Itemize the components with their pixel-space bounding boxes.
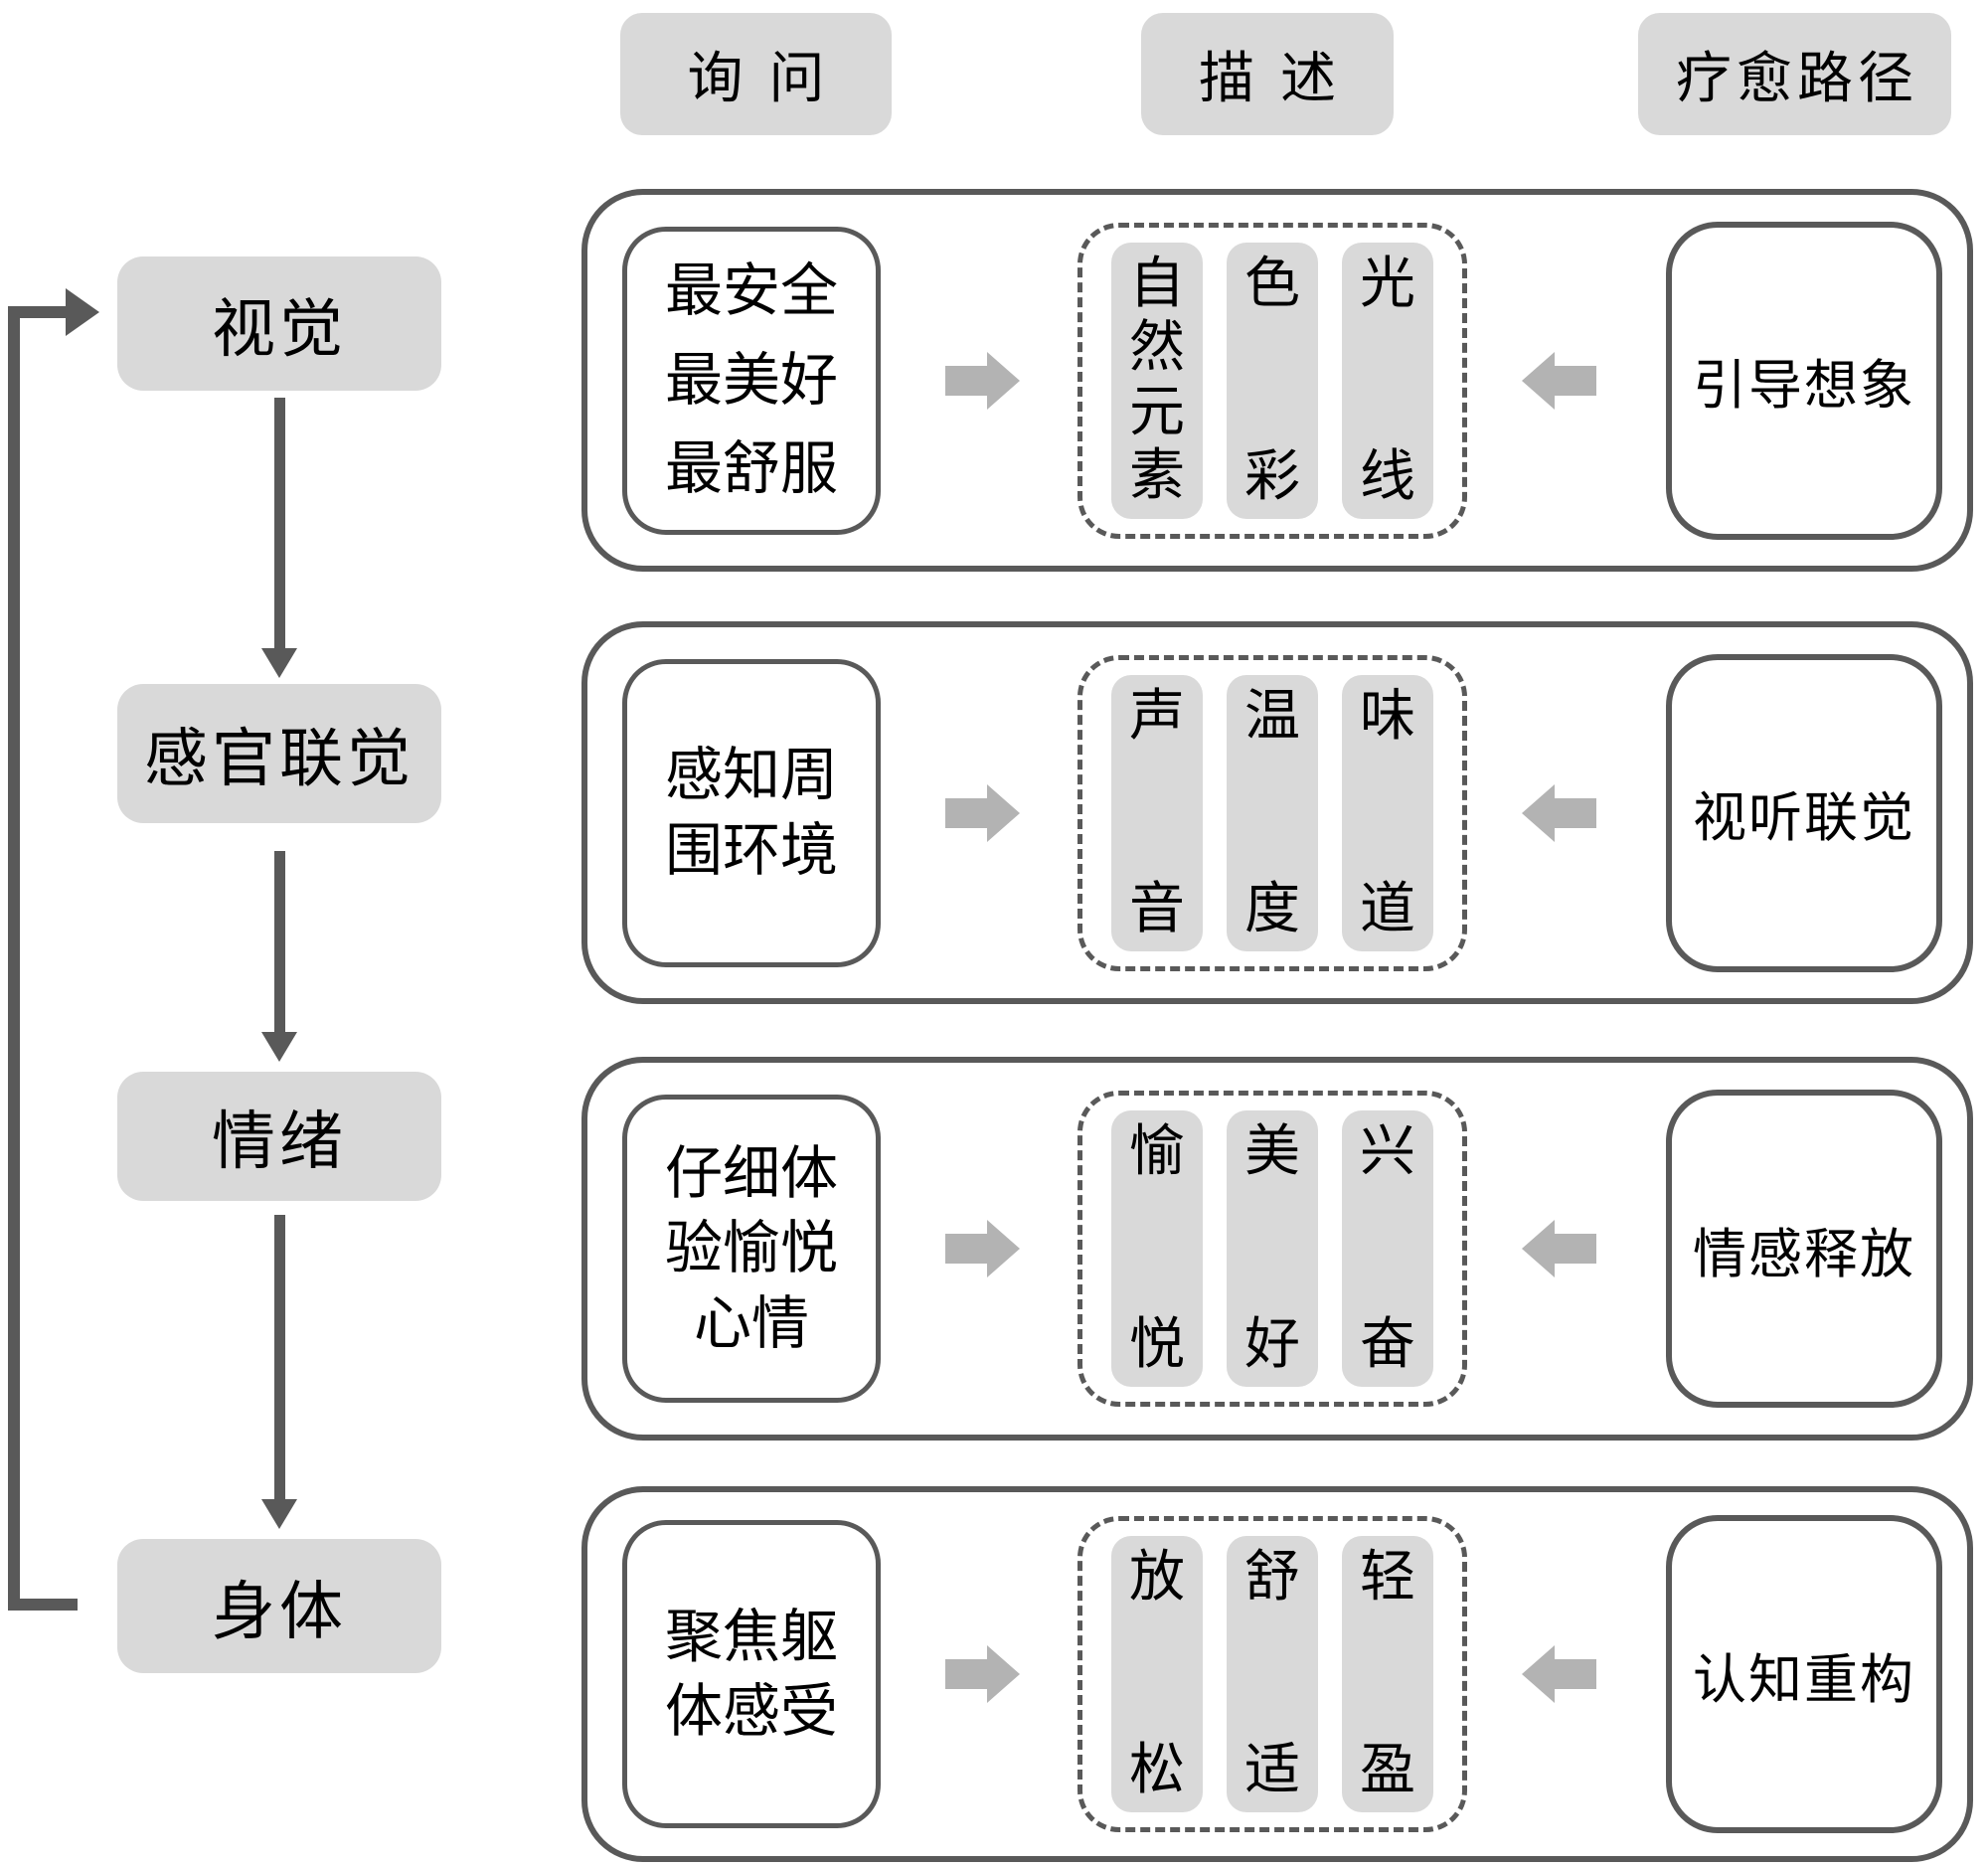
loop-connector-top: [8, 306, 68, 318]
descriptor-pill: 美好: [1227, 1110, 1318, 1387]
arrow-left-icon: [1522, 783, 1596, 842]
descriptor-char: 声: [1129, 683, 1185, 749]
descriptor-group: 自然元素色彩光线: [1077, 222, 1467, 539]
descriptor-char: 放: [1129, 1545, 1185, 1610]
descriptor-group: 放松舒适轻盈: [1077, 1516, 1467, 1832]
inquiry-line: 体感受: [664, 1677, 838, 1745]
healing-path-box: 情感释放: [1666, 1090, 1942, 1408]
descriptor-char: 舒: [1244, 1545, 1300, 1610]
descriptor-char: 温: [1244, 683, 1300, 749]
stage-box-body: 身体: [117, 1539, 441, 1673]
descriptor-char: 轻: [1360, 1545, 1415, 1610]
column-header-inquiry: 询问: [620, 13, 892, 135]
descriptor-char: 色: [1244, 251, 1300, 316]
descriptor-char: 度: [1244, 876, 1300, 941]
arrow-left-icon: [1522, 351, 1596, 410]
descriptor-char: 彩: [1244, 443, 1300, 509]
descriptor-char: 然: [1129, 315, 1185, 381]
descriptor-pill: 轻盈: [1342, 1536, 1433, 1812]
descriptor-pill: 自然元素: [1111, 242, 1203, 519]
descriptor-char: 线: [1360, 443, 1415, 509]
descriptor-char: 素: [1129, 443, 1185, 509]
down-arrow-icon: [261, 1215, 297, 1529]
flow-row: 仔细体验愉悦心情愉悦美好兴奋情感释放: [581, 1057, 1973, 1441]
inquiry-line: 仔细体: [664, 1138, 838, 1207]
arrow-left-icon: [1522, 1645, 1596, 1703]
flow-row: 最安全最美好最舒服自然元素色彩光线引导想象: [581, 189, 1973, 572]
inquiry-line: 围环境: [664, 815, 838, 884]
inquiry-line: 最安全: [664, 255, 838, 324]
column-header-healing-path: 疗愈路径: [1638, 13, 1951, 135]
arrow-right-icon: [945, 1220, 1020, 1277]
descriptor-pill: 色彩: [1227, 242, 1318, 519]
inquiry-box: 感知周围环境: [622, 658, 881, 967]
descriptor-char: 愉: [1129, 1119, 1185, 1184]
descriptor-char: 适: [1244, 1738, 1300, 1802]
descriptor-pill: 放松: [1111, 1536, 1203, 1812]
descriptor-char: 元: [1129, 379, 1185, 444]
descriptor-pill: 温度: [1227, 674, 1318, 951]
descriptor-char: 好: [1244, 1312, 1300, 1377]
arrow-right-icon: [945, 351, 1020, 410]
descriptor-group: 声音温度味道: [1077, 654, 1467, 971]
healing-path-box: 视听联觉: [1666, 653, 1942, 972]
stage-box-vision: 视觉: [117, 256, 441, 391]
arrow-left-icon: [1522, 1220, 1596, 1277]
loop-arrowhead-icon: [66, 288, 99, 336]
descriptor-group: 愉悦美好兴奋: [1077, 1091, 1467, 1407]
descriptor-char: 音: [1129, 876, 1185, 941]
inquiry-box: 聚焦躯体感受: [622, 1520, 881, 1828]
descriptor-char: 盈: [1360, 1738, 1415, 1802]
inquiry-line: 最舒服: [664, 434, 838, 503]
inquiry-line: 验愉悦: [664, 1214, 838, 1282]
arrow-right-icon: [945, 783, 1020, 842]
inquiry-line: 聚焦躯: [664, 1602, 838, 1670]
down-arrow-icon: [261, 398, 297, 678]
flow-row: 感知周围环境声音温度味道视听联觉: [581, 621, 1973, 1004]
inquiry-line: 感知周: [664, 741, 838, 809]
descriptor-char: 美: [1244, 1119, 1300, 1184]
healing-path-box: 引导想象: [1666, 221, 1942, 540]
stage-box-emotion: 情绪: [117, 1072, 441, 1201]
descriptor-pill: 光线: [1342, 242, 1433, 519]
column-header-describe: 描述: [1141, 13, 1394, 135]
descriptor-char: 奋: [1360, 1312, 1415, 1377]
descriptor-char: 光: [1360, 251, 1415, 316]
descriptor-char: 味: [1360, 683, 1415, 749]
inquiry-line: 最美好: [664, 345, 838, 414]
descriptor-char: 悦: [1129, 1312, 1185, 1377]
arrow-right-icon: [945, 1645, 1020, 1703]
descriptor-char: 道: [1360, 876, 1415, 941]
down-arrow-icon: [261, 851, 297, 1062]
descriptor-pill: 兴奋: [1342, 1110, 1433, 1387]
healing-path-box: 认知重构: [1666, 1515, 1942, 1833]
inquiry-line: 心情: [693, 1288, 809, 1357]
descriptor-char: 松: [1129, 1738, 1185, 1802]
descriptor-pill: 舒适: [1227, 1536, 1318, 1812]
inquiry-box: 最安全最美好最舒服: [622, 226, 881, 535]
descriptor-pill: 声音: [1111, 674, 1203, 951]
descriptor-pill: 味道: [1342, 674, 1433, 951]
descriptor-char: 自: [1129, 251, 1185, 316]
descriptor-pill: 愉悦: [1111, 1110, 1203, 1387]
inquiry-box: 仔细体验愉悦心情: [622, 1095, 881, 1403]
flow-row: 聚焦躯体感受放松舒适轻盈认知重构: [581, 1486, 1973, 1862]
loop-connector-bottom: [8, 1599, 78, 1611]
descriptor-char: 兴: [1360, 1119, 1415, 1184]
stage-box-synesthesia: 感官联觉: [117, 684, 441, 823]
loop-connector-vertical: [8, 306, 20, 1611]
